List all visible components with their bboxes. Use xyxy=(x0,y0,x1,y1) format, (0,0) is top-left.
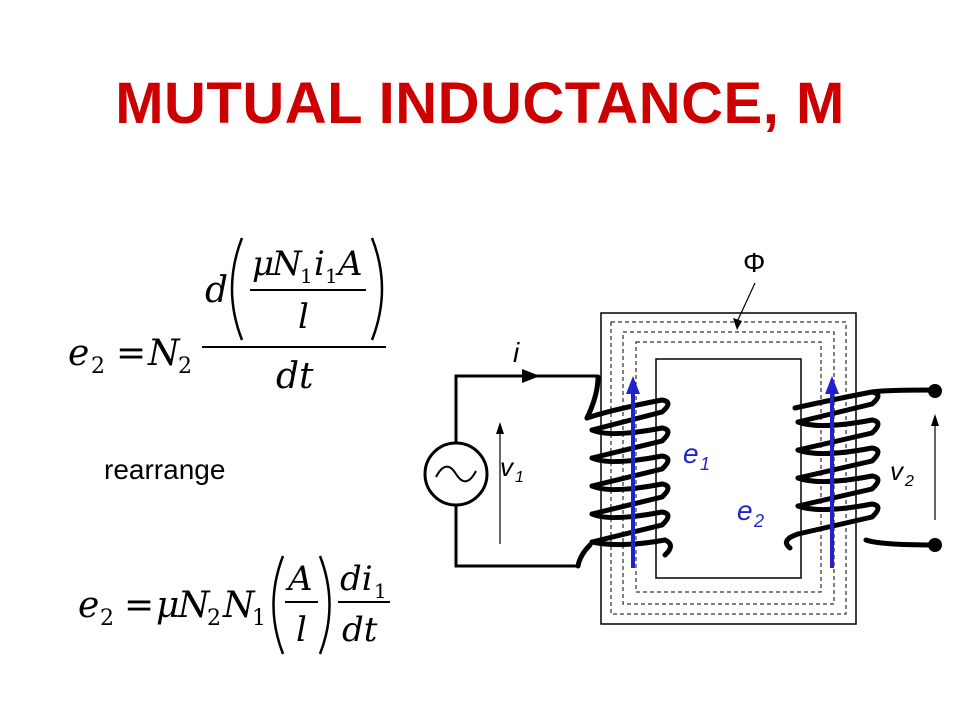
eq2-mu: μ xyxy=(156,585,179,626)
equation-e2-mutual: e 2 = μ N 2 N 1 A l di 1 dt xyxy=(78,555,390,655)
eq2-A: A xyxy=(285,559,313,599)
eq1-i1-sub: 1 xyxy=(325,264,338,288)
primary-top-wire xyxy=(454,374,598,444)
flux-path-3 xyxy=(635,341,822,593)
current-arrow xyxy=(522,369,540,383)
v2-label: v xyxy=(890,456,905,486)
e2-emf-arrow-head xyxy=(825,376,839,394)
eq2-di-sub: 1 xyxy=(374,579,387,603)
eq2-dt: dt xyxy=(342,610,378,650)
eq2-l: l xyxy=(296,610,307,650)
eq2-N2-sub: 2 xyxy=(207,606,221,631)
v2-arrow-head xyxy=(931,414,939,426)
ac-source-sine-icon xyxy=(435,465,477,483)
eq2-equals: = xyxy=(124,585,154,626)
v1-arrow-head xyxy=(496,422,504,434)
eq1-lhs: e xyxy=(68,333,89,374)
eq2-right-paren xyxy=(318,555,331,655)
e1-sub: 1 xyxy=(700,454,710,474)
eq1-left-paren xyxy=(230,237,244,341)
eq1-mu: μ xyxy=(252,244,274,284)
eq2-di: di xyxy=(340,559,373,599)
current-label: i xyxy=(513,337,520,368)
eq1-A: A xyxy=(335,244,363,284)
eq2-N1: N xyxy=(222,585,256,626)
e1-emf-arrow-head xyxy=(626,376,640,394)
flux-path-2 xyxy=(622,331,835,605)
secondary-terminal-bottom xyxy=(928,538,942,552)
eq1-l: l xyxy=(298,297,309,337)
e1-label: e xyxy=(683,438,699,469)
flux-pointer-head xyxy=(733,318,742,330)
page-title: MUTUAL INDUCTANCE, M xyxy=(115,71,845,136)
eq2-left-paren xyxy=(272,555,285,655)
equation-e2-derivative: e 2 = N 2 d μ N 1 i 1 A l dt xyxy=(68,237,386,397)
eq1-lhs-sub: 2 xyxy=(91,354,105,379)
e2-label: e xyxy=(737,495,753,526)
eq1-d: d xyxy=(205,270,228,311)
core-outer-edge xyxy=(600,312,857,625)
transformer-diagram: Φ i v 1 xyxy=(423,247,942,625)
eq1-N1-sub: 1 xyxy=(300,264,313,288)
eq1-N1: N xyxy=(271,244,303,284)
eq2-lhs-sub: 2 xyxy=(100,606,114,631)
primary-bottom-wire xyxy=(454,504,578,568)
flux-pointer xyxy=(736,282,756,323)
eq2-lhs: e xyxy=(78,585,99,626)
core-inner-edge xyxy=(655,358,802,579)
v1-label: v xyxy=(500,452,515,482)
flux-path-1 xyxy=(610,321,847,615)
eq1-i1: i xyxy=(314,244,325,284)
primary-coil xyxy=(575,374,673,569)
eq1-N2: N xyxy=(147,333,181,374)
eq1-equals: = xyxy=(116,333,146,374)
eq1-right-paren xyxy=(370,237,384,341)
secondary-coil xyxy=(783,387,938,551)
secondary-terminal-top xyxy=(928,384,942,398)
flux-label: Φ xyxy=(743,247,765,278)
v2-sub: 2 xyxy=(904,473,914,490)
rearrange-label: rearrange xyxy=(104,454,226,485)
eq1-N2-sub: 2 xyxy=(178,354,192,379)
e2-sub: 2 xyxy=(753,511,764,531)
eq1-dt: dt xyxy=(276,356,314,397)
eq2-N2: N xyxy=(177,585,211,626)
v1-sub: 1 xyxy=(515,469,524,486)
eq2-N1-sub: 1 xyxy=(252,606,266,631)
